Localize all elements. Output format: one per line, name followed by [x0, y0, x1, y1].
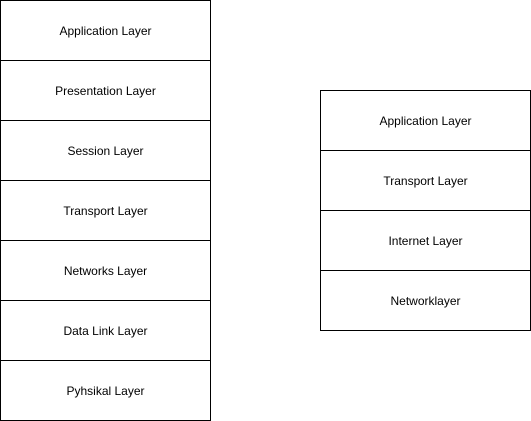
osi-data-link-layer: Data Link Layer	[1, 301, 210, 361]
tcpip-transport-layer: Transport Layer	[321, 151, 530, 211]
tcpip-model-stack: Application Layer Transport Layer Intern…	[320, 90, 531, 331]
tcpip-internet-layer: Internet Layer	[321, 211, 530, 271]
osi-networks-layer: Networks Layer	[1, 241, 210, 301]
tcpip-application-layer: Application Layer	[321, 91, 530, 151]
osi-physical-layer: Pyhsikal Layer	[66, 384, 145, 398]
osi-presentation-layer: Presentation Layer	[1, 61, 210, 121]
osi-session-layer: Session Layer	[1, 121, 210, 181]
osi-application-layer: Application Layer	[1, 1, 210, 61]
osi-transport-layer: Transport Layer	[1, 181, 210, 241]
tcpip-network-layer: Networklayer	[390, 294, 461, 308]
osi-model-stack: Application Layer Presentation Layer Ses…	[0, 0, 211, 421]
